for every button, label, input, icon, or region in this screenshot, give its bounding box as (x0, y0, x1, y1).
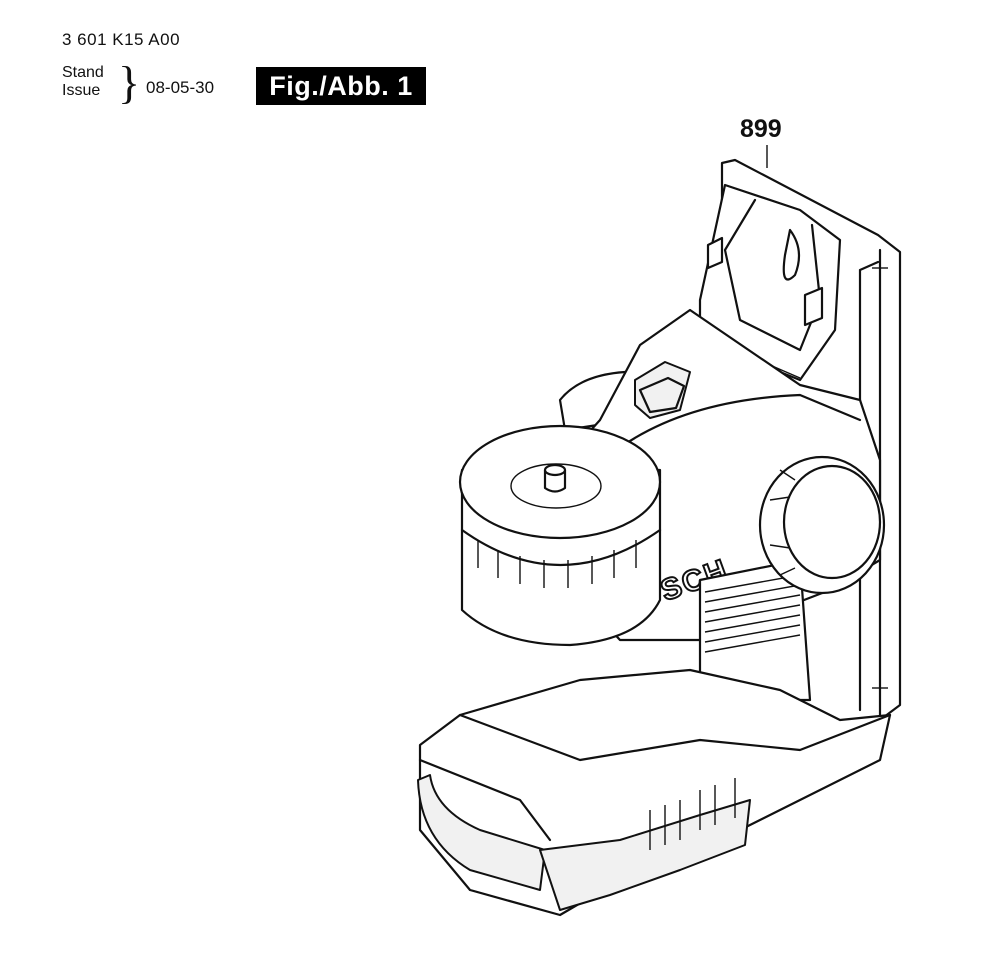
adjustment-knob (758, 455, 886, 595)
ribbed-column (698, 558, 812, 702)
turntable (458, 424, 662, 647)
arm-slot (634, 361, 691, 419)
base-pad-right (539, 799, 751, 911)
callout-899: 899 (740, 115, 782, 143)
brace-icon: } (118, 57, 141, 108)
base-ribs (649, 778, 736, 850)
stand-label: Stand (62, 64, 104, 81)
stand-issue-labels: Stand Issue (62, 64, 104, 100)
part-number: 3 601 K15 A00 (62, 30, 181, 49)
issue-date: 08-05-30 (146, 78, 215, 97)
issue-label: Issue (62, 82, 101, 99)
figure-label: Fig./Abb. 1 (256, 67, 426, 105)
base-pad-left (417, 774, 546, 891)
